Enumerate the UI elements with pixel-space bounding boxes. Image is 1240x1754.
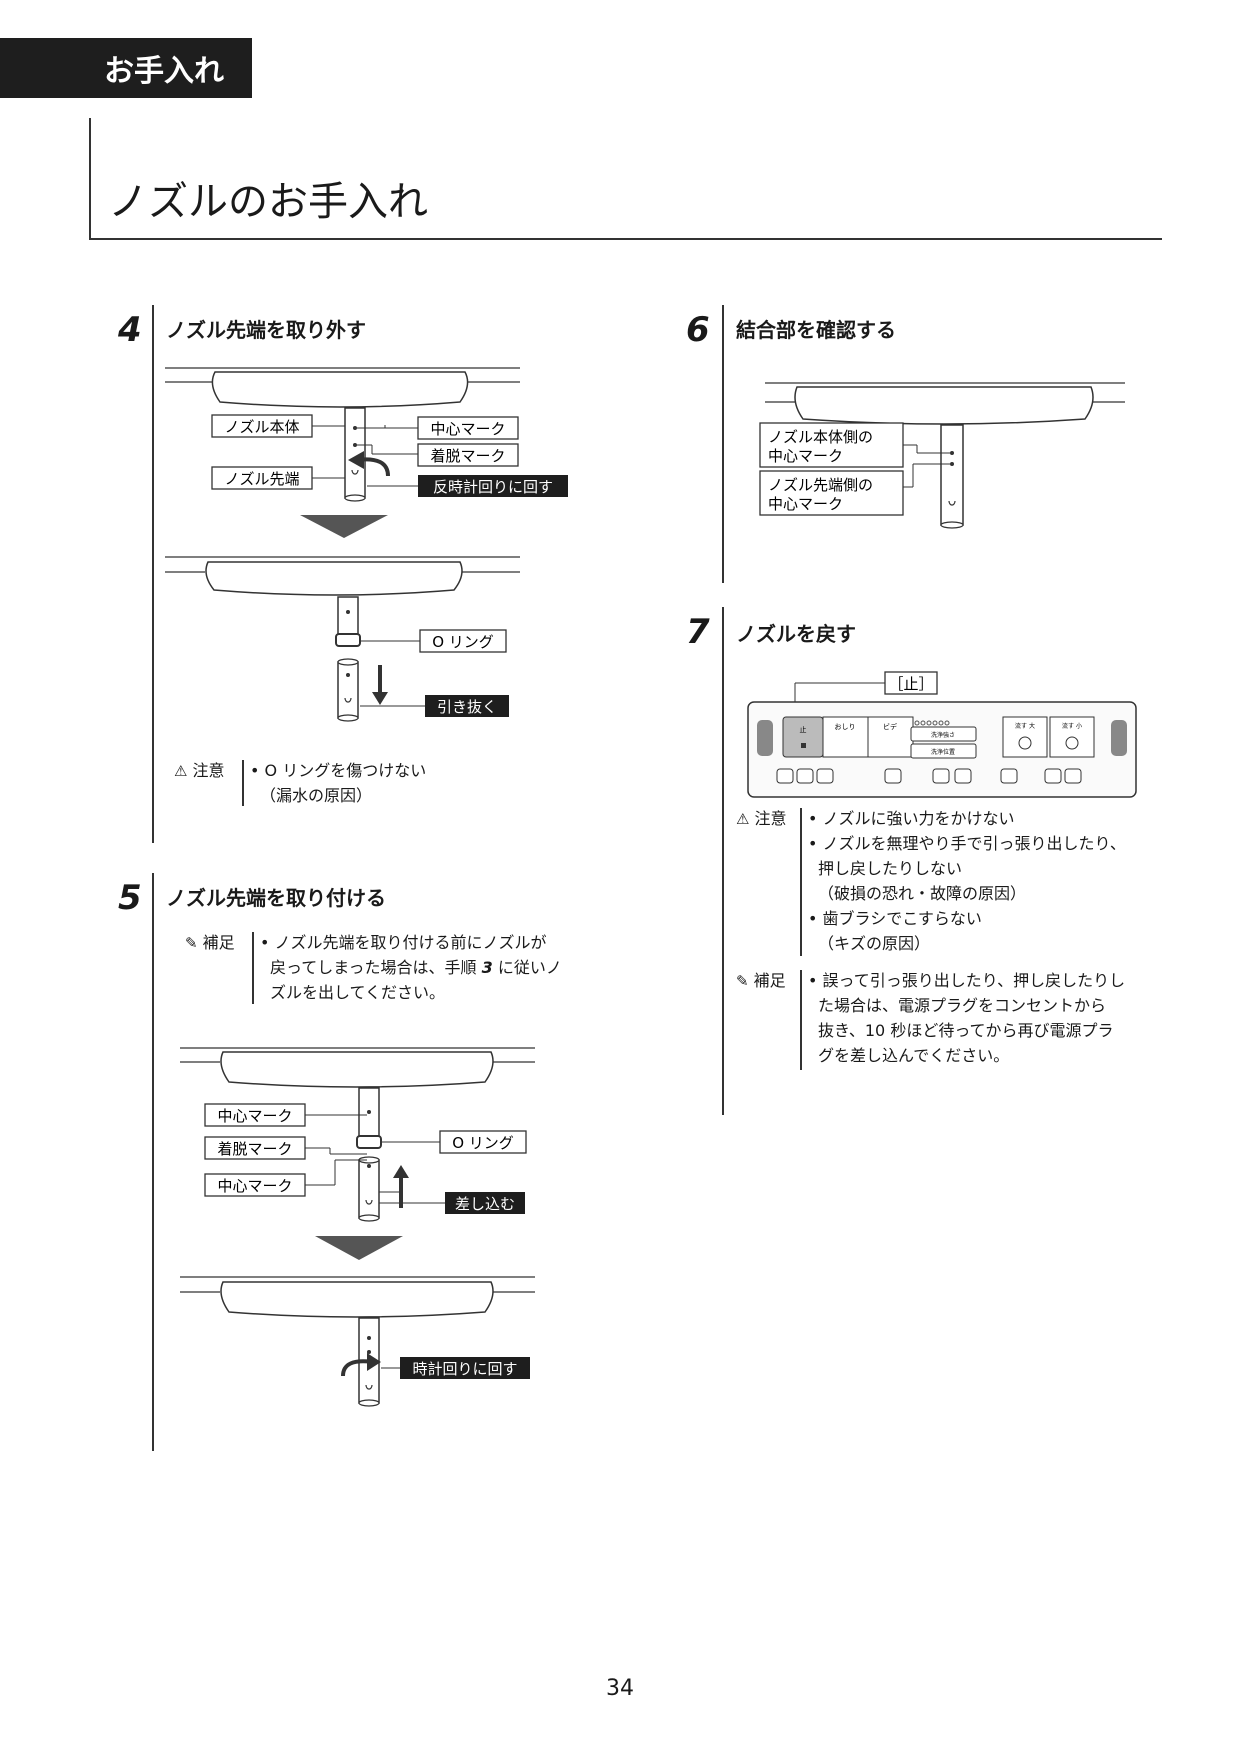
label-stop: ［止］ xyxy=(888,675,933,693)
label-tip-center-1: ノズル先端側の xyxy=(768,476,873,494)
pressure-label: 洗浄強さ xyxy=(931,731,955,739)
step-4-caution: ⚠ 注意 xyxy=(174,758,225,784)
bidet-button-label: ビデ xyxy=(883,722,897,731)
step-4-title: ノズル先端を取り外す xyxy=(166,318,366,342)
step-transition-arrow xyxy=(315,1236,403,1260)
oshiri-button-label: おしり xyxy=(835,723,856,731)
label-nozzle-body: ノズル本体 xyxy=(224,418,299,436)
step-7-supplement-body: • 誤って引っ張り出したり、押し戻したりし た場合は、電源プラグをコンセントから… xyxy=(808,971,1126,1065)
label-body-center-1: ノズル本体側の xyxy=(768,428,873,446)
step-4-illustration: ノズル本体 ノズル先端 中心マーク 着脱マーク 反時計回りに回す O リング 引… xyxy=(165,367,568,722)
flush-big-label: 流す 大 xyxy=(1015,722,1035,730)
step-5-illustration: 中心マーク 着脱マーク 中心マーク O リング 差し込む 時計回りに回す xyxy=(180,1047,535,1407)
label-rotate-ccw: 反時計回りに回す xyxy=(433,478,553,496)
pull-arrow-down xyxy=(372,692,388,705)
nozzle-housing-shape xyxy=(211,371,469,408)
label-detach-mark: 着脱マーク xyxy=(217,1140,292,1158)
step-7-caution: ⚠ 注意 xyxy=(736,809,787,828)
step-7-supplement: ✎ 補足 xyxy=(736,971,786,990)
step-5-number: 5 xyxy=(118,878,142,918)
flush-small-label: 流す 小 xyxy=(1062,722,1082,730)
insert-arrow-up xyxy=(393,1165,409,1178)
step-4-number: 4 xyxy=(118,310,142,350)
label-center-mark-2: 中心マーク xyxy=(217,1177,292,1195)
page-number: 34 xyxy=(606,1676,634,1701)
label-o-ring: O リング xyxy=(452,1134,514,1152)
label-center-mark-1: 中心マーク xyxy=(217,1107,292,1125)
step-6-rule xyxy=(722,305,724,583)
label-rotate-cw: 時計回りに回す xyxy=(412,1360,517,1378)
label-o-ring: O リング xyxy=(432,633,494,651)
step-7-rule xyxy=(722,607,724,1115)
pencil-icon: ✎ xyxy=(736,972,749,990)
label-insert: 差し込む xyxy=(455,1195,515,1213)
page-title: ノズルのお手入れ xyxy=(108,179,428,225)
step-5-supplement-body: • ノズル先端を取り付ける前にノズルが 戻ってしまった場合は、手順 3 に従いノ… xyxy=(260,933,562,1002)
step-4-caution-body: • O リングを傷つけない （漏水の原因） xyxy=(250,761,427,805)
step-6-title: 結合部を確認する xyxy=(736,318,896,342)
step-4-rule xyxy=(152,305,154,843)
step-5-supplement: ✎ 補足 xyxy=(185,933,235,952)
title-rule-vertical xyxy=(89,118,91,240)
step-transition-arrow xyxy=(300,515,388,538)
title-rule-horizontal xyxy=(89,238,1162,240)
step-6-number: 6 xyxy=(686,310,710,350)
step-6-illustration: ノズル本体側の 中心マーク ノズル先端側の 中心マーク xyxy=(759,382,1125,529)
label-body-center-2: 中心マーク xyxy=(768,447,843,465)
warning-icon: ⚠ xyxy=(174,762,188,780)
step-7-caution-body: • ノズルに強い力をかけない • ノズルを無理やり手で引っ張り出したり、 押し戻… xyxy=(808,809,1126,953)
step-7-title: ノズルを戻す xyxy=(736,622,856,646)
step-7-number: 7 xyxy=(686,612,710,652)
position-label: 洗浄位置 xyxy=(931,748,955,756)
label-nozzle-tip: ノズル先端 xyxy=(224,470,299,488)
stop-button[interactable]: 止 xyxy=(782,716,824,758)
section-tag: お手入れ xyxy=(0,38,252,98)
step-5-title: ノズル先端を取り付ける xyxy=(166,886,386,910)
label-tip-center-2: 中心マーク xyxy=(768,495,843,513)
warning-icon: ⚠ xyxy=(736,810,750,828)
label-detach-mark: 着脱マーク xyxy=(430,447,505,465)
remote-control-panel: ［止］ 止 おしり ビデ 洗浄強さ 洗浄位置 流す 大 流す 小 xyxy=(747,671,1137,798)
svg-text:止: 止 xyxy=(800,725,807,734)
caution-label: ⚠ 注意 xyxy=(174,761,225,780)
o-ring-shape xyxy=(335,633,361,647)
label-pull-out: 引き抜く xyxy=(437,698,497,716)
rotate-arrow-cw xyxy=(367,1353,381,1371)
rotate-arrow-ccw xyxy=(348,451,364,469)
label-center-mark: 中心マーク xyxy=(430,420,505,438)
step-5-rule xyxy=(152,873,154,1451)
pencil-icon: ✎ xyxy=(185,934,198,952)
